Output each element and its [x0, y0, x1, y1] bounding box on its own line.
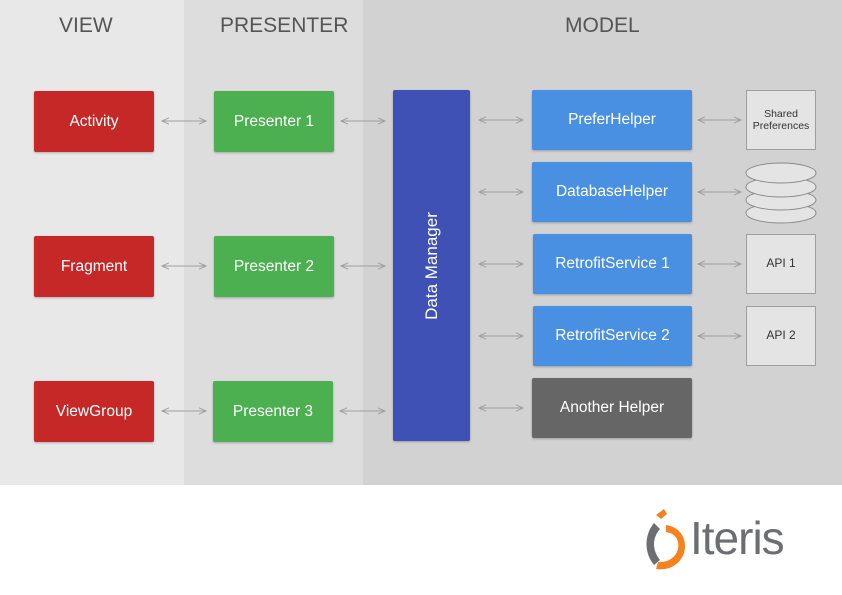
shared-preferences-label-line2: Preferences — [752, 120, 810, 132]
model-retrofit-service-1: RetrofitService 1 — [533, 234, 692, 294]
connector-arrows — [0, 0, 842, 485]
view-viewgroup: ViewGroup — [34, 381, 154, 442]
iteris-logo-icon — [646, 509, 686, 570]
presenter-column-title: PRESENTER — [220, 14, 349, 37]
presenter-2: Presenter 2 — [214, 236, 334, 297]
api-1-label: API 1 — [766, 256, 796, 271]
api-1-box: API 1 — [746, 234, 816, 294]
iteris-logo: Iteris — [640, 505, 810, 575]
model-prefer-helper: PreferHelper — [532, 90, 692, 150]
model-database-helper: DatabaseHelper — [532, 162, 692, 222]
database-icon — [745, 162, 817, 224]
api-2-label: API 2 — [766, 328, 796, 343]
data-manager: Data Manager — [393, 90, 470, 441]
shared-preferences-label-line1: Shared — [764, 107, 798, 120]
model-retrofit-service-2: RetrofitService 2 — [533, 306, 692, 366]
view-column-title: VIEW — [59, 14, 113, 37]
model-column-title: MODEL — [565, 14, 640, 37]
iteris-logo-text: Iteris — [690, 512, 785, 564]
view-activity: Activity — [34, 91, 154, 152]
api-2-box: API 2 — [746, 306, 816, 366]
presenter-1: Presenter 1 — [214, 91, 334, 152]
model-another-helper: Another Helper — [532, 378, 692, 438]
presenter-3: Presenter 3 — [213, 381, 333, 442]
view-fragment: Fragment — [34, 236, 154, 297]
shared-preferences-box: Shared Preferences — [746, 90, 816, 150]
